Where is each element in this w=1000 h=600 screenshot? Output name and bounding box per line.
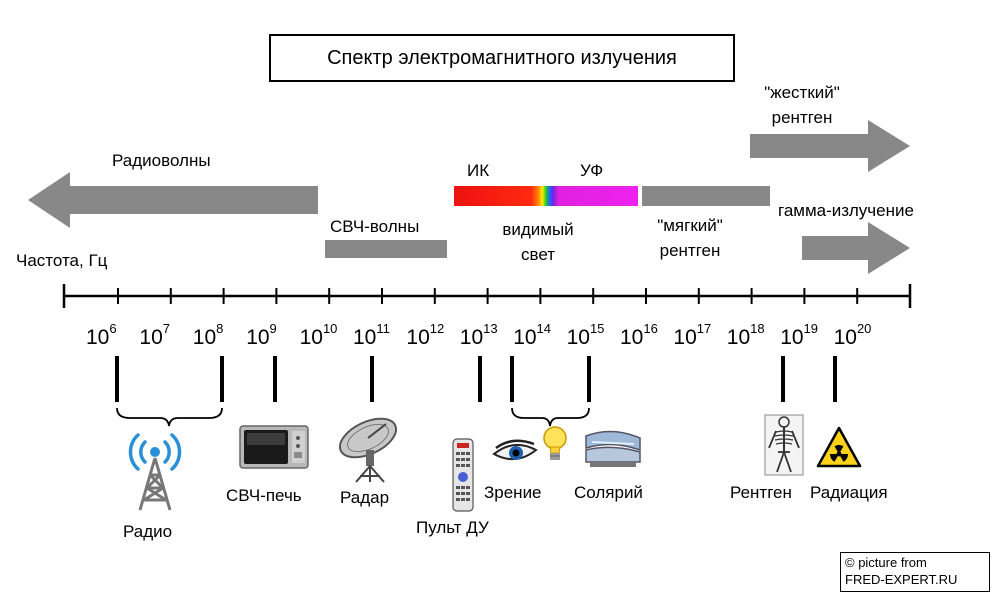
tick-label: 108 bbox=[192, 321, 224, 350]
axis-ticks bbox=[117, 288, 859, 304]
tick-exponent: 18 bbox=[750, 321, 765, 336]
tick-base: 10 bbox=[459, 326, 484, 349]
tick-base: 10 bbox=[299, 326, 323, 349]
uv-label: УФ bbox=[580, 161, 604, 180]
tick-label: 1019 bbox=[780, 321, 819, 350]
tick-label: 1010 bbox=[299, 321, 338, 350]
tick-exponent: 7 bbox=[162, 321, 170, 336]
visible-spectrum-band bbox=[454, 186, 638, 206]
ir-label: ИК bbox=[467, 161, 490, 180]
soft-xray-label: "мягкий" рентген bbox=[657, 216, 723, 260]
tick-label: 106 bbox=[86, 321, 117, 350]
remote-control-icon bbox=[452, 438, 474, 512]
microwave-oven-label: СВЧ-печь bbox=[226, 486, 302, 505]
radiation-warning-icon bbox=[816, 426, 862, 468]
radio-label: Радио bbox=[123, 522, 173, 541]
tick-exponent: 16 bbox=[643, 321, 658, 336]
tick-label: 1018 bbox=[726, 321, 765, 350]
tick-exponent: 15 bbox=[589, 321, 605, 336]
remote-control-label: Пульт ДУ bbox=[416, 518, 489, 537]
brace-radio bbox=[116, 407, 223, 427]
frequency-axis-label: Частота, Гц bbox=[16, 251, 108, 270]
credit-line-1: © picture from bbox=[845, 555, 927, 570]
tick-label: 1015 bbox=[566, 321, 605, 350]
tick-base: 10 bbox=[726, 326, 751, 349]
tick-base: 10 bbox=[833, 326, 857, 349]
microwave-band bbox=[325, 240, 447, 258]
tick-exponent: 13 bbox=[483, 321, 498, 336]
credit-line-2: FRED-EXPERT.RU bbox=[845, 572, 958, 587]
xray-label: Рентген bbox=[730, 483, 792, 502]
tick-exponent: 11 bbox=[376, 321, 390, 336]
solarium-icon bbox=[585, 430, 641, 467]
hard-xray-arrow bbox=[750, 120, 910, 172]
tick-base: 10 bbox=[353, 326, 377, 349]
brace-vision bbox=[511, 407, 590, 427]
tick-base: 10 bbox=[566, 326, 590, 349]
hard-xray-label: "жесткий" рентген bbox=[764, 83, 840, 127]
tick-label: 1017 bbox=[673, 321, 712, 350]
tick-label: 1013 bbox=[459, 321, 498, 350]
tick-base: 10 bbox=[139, 326, 163, 349]
tick-label: 1016 bbox=[620, 321, 658, 350]
microwaves-label: СВЧ-волны bbox=[330, 217, 420, 236]
tick-label: 107 bbox=[139, 321, 170, 350]
credit-box: © picture from FRED-EXPERT.RU bbox=[840, 552, 990, 592]
tick-exponent: 14 bbox=[536, 321, 552, 336]
radiation-label: Радиация bbox=[810, 483, 888, 502]
radar-label: Радар bbox=[340, 488, 390, 507]
tick-label: 109 bbox=[246, 321, 277, 350]
tick-exponent: 12 bbox=[429, 321, 445, 336]
diagram-title: Спектр электромагнитного излучения bbox=[269, 34, 735, 82]
tick-label: 1014 bbox=[513, 321, 552, 350]
radio-waves-label: Радиоволны bbox=[112, 151, 211, 170]
tick-exponent: 19 bbox=[803, 321, 819, 336]
tick-base: 10 bbox=[673, 326, 697, 349]
tick-base: 10 bbox=[86, 326, 110, 349]
tick-base: 10 bbox=[513, 326, 537, 349]
tick-base: 10 bbox=[192, 326, 217, 349]
tick-base: 10 bbox=[246, 326, 270, 349]
tick-exponent: 8 bbox=[216, 321, 224, 336]
microwave-oven-icon bbox=[239, 425, 309, 469]
tick-exponent: 17 bbox=[696, 321, 712, 336]
radar-dish-icon bbox=[338, 417, 398, 483]
eye-icon bbox=[492, 439, 538, 461]
tick-label: 1020 bbox=[833, 321, 872, 350]
tick-exponent: 20 bbox=[856, 321, 872, 336]
radio-waves-arrow bbox=[28, 172, 318, 228]
radio-tower-icon bbox=[128, 433, 182, 511]
visible-light-label: видимый свет bbox=[502, 220, 574, 264]
xray-skeleton-icon bbox=[764, 414, 804, 476]
light-bulb-icon bbox=[543, 426, 567, 460]
tick-base: 10 bbox=[406, 326, 430, 349]
tick-exponent: 9 bbox=[269, 321, 277, 336]
solarium-label: Солярий bbox=[574, 483, 643, 502]
tick-exponent: 6 bbox=[109, 321, 117, 336]
vision-label: Зрение bbox=[484, 483, 542, 502]
soft-xray-band bbox=[642, 186, 770, 206]
tick-base: 10 bbox=[620, 326, 644, 349]
application-markers bbox=[115, 356, 837, 402]
tick-label: 1011 bbox=[353, 321, 390, 350]
tick-label: 1012 bbox=[406, 321, 445, 350]
gamma-arrow bbox=[802, 222, 910, 274]
tick-exponent: 10 bbox=[322, 321, 338, 336]
gamma-label: гамма-излучение bbox=[778, 201, 914, 220]
tick-base: 10 bbox=[780, 326, 804, 349]
